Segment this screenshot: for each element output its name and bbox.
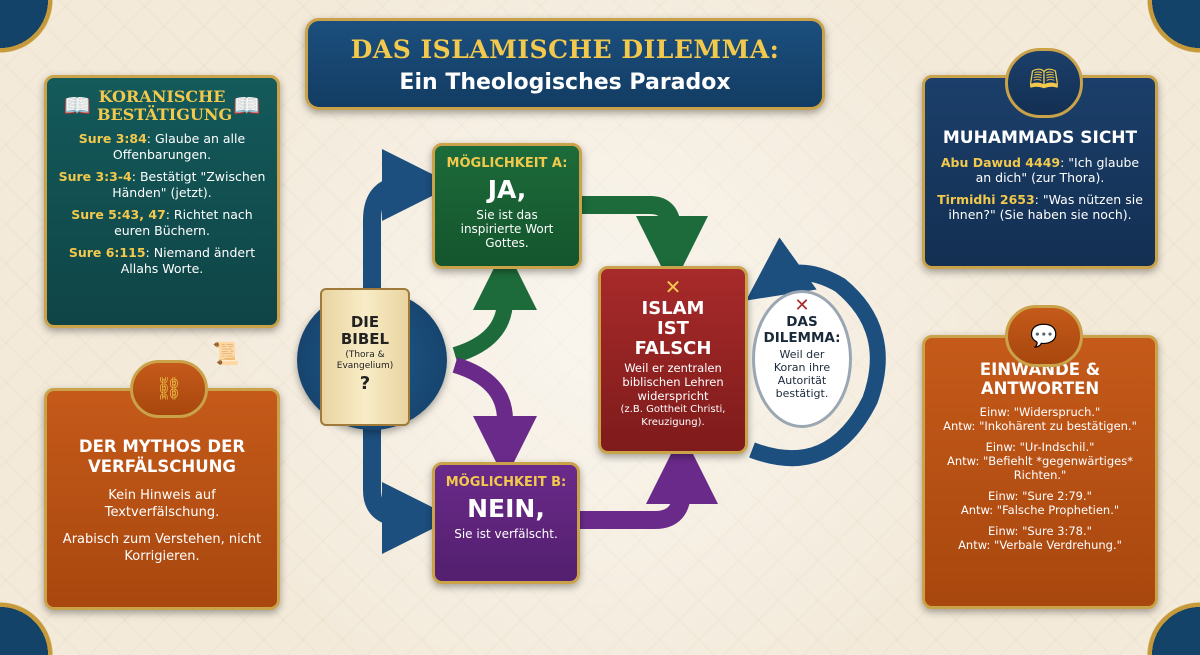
arrow-b-to-islam — [580, 432, 718, 529]
objection-pair: Einw: "Sure 2:79."Antw: "Falsche Prophet… — [960, 489, 1120, 517]
objection-pair: Einw: "Widerspruch."Antw: "Inkohärent zu… — [943, 405, 1137, 433]
koran-item: Sure 3:84: Glaube an alle Offenbarungen. — [78, 131, 246, 162]
bible-title: DIE BIBEL — [340, 313, 390, 348]
reading-scholar-icon: 🕮 — [1005, 48, 1083, 118]
option-b-answer: NEIN, — [467, 494, 545, 523]
open-book-icon: 📖 — [63, 93, 91, 119]
arrow-a-to-islam — [582, 196, 708, 288]
muhammad-item: Abu Dawud 4449: "Ich glaube an dich" (zu… — [940, 155, 1140, 185]
title-line-1: DAS ISLAMISCHE DILEMMA: — [350, 35, 780, 64]
arrow-bible-to-b — [363, 420, 454, 554]
koran-item: Sure 5:43, 47: Richtet nach euren Bücher… — [71, 207, 253, 238]
title-line-2: Ein Theologisches Paradox — [399, 70, 731, 95]
muhammad-item: Tirmidhi 2653: "Was nützen sie ihnen?" (… — [937, 192, 1143, 222]
bible-subtitle: (Thora & Evangelium) — [336, 350, 394, 371]
muhammad-title: MUHAMMADS SICHT — [942, 128, 1138, 148]
myth-panel: DER MYTHOS DER VERFÄLSCHUNG Kein Hinweis… — [44, 388, 280, 610]
objection-pair: Einw: "Sure 3:78."Antw: "Verbale Verdreh… — [958, 524, 1122, 552]
myth-text-1: Kein Hinweis auf Textverfälschung. — [104, 488, 220, 520]
koran-header: 📖 KORANISCHE BESTÄTIGUNG 📖 — [47, 88, 277, 124]
option-a-box: MÖGLICHKEIT A: JA, Sie ist das inspirier… — [432, 143, 582, 269]
islam-false-box: ✕ ISLAM IST FALSCH Weil er zentralen bib… — [598, 266, 748, 454]
bible-question-mark: ? — [359, 373, 371, 394]
koran-item: Sure 3:3-4: Bestätigt "Zwischen Händen" … — [58, 169, 266, 200]
myth-text-2: Arabisch zum Verstehen, nicht Korrigiere… — [62, 532, 262, 564]
koran-title: KORANISCHE BESTÄTIGUNG — [97, 87, 233, 124]
option-a-answer: JA, — [487, 175, 527, 204]
option-b-label: MÖGLICHKEIT B: — [445, 475, 567, 490]
koran-item: Sure 6:115: Niemand ändert Allahs Worte. — [68, 245, 256, 276]
dilemma-text: Weil der Koran ihre Autorität bestätigt. — [773, 348, 831, 400]
option-b-box: MÖGLICHKEIT B: NEIN, Sie ist verfälscht. — [432, 462, 580, 584]
broken-chain-icon: ⛓ — [130, 360, 208, 418]
koran-panel: 📖 KORANISCHE BESTÄTIGUNG 📖 Sure 3:84: Gl… — [44, 75, 280, 328]
speech-bubbles-icon: 💬 — [1005, 305, 1083, 367]
option-b-text: Sie ist verfälscht. — [454, 527, 558, 541]
islam-example: (z.B. Gottheit Christi, Kreuzigung). — [620, 404, 726, 428]
title-banner: DAS ISLAMISCHE DILEMMA: Ein Theologische… — [305, 18, 825, 110]
cross-icon: ✕ — [664, 275, 682, 299]
myth-title: DER MYTHOS DER VERFÄLSCHUNG — [78, 437, 246, 476]
islam-title: ISLAM IST FALSCH — [634, 298, 712, 359]
objections-title: EINWÄNDE & ANTWORTEN — [979, 360, 1101, 398]
open-book-icon: 📖 — [233, 93, 261, 119]
cross-icon: ✕ — [794, 295, 810, 316]
arrow-center-to-a — [452, 246, 537, 363]
arrow-bible-to-a — [363, 149, 454, 300]
option-a-label: MÖGLICHKEIT A: — [446, 156, 568, 171]
objection-pair: Einw: "Ur-Indschil."Antw: "Befiehlt *geg… — [947, 440, 1133, 482]
scroll-icon: 📜 — [212, 342, 240, 367]
option-a-text: Sie ist das inspirierte Wort Gottes. — [460, 208, 554, 250]
dilemma-circle: ✕ DAS DILEMMA: Weil der Koran ihre Autor… — [752, 290, 852, 428]
arrow-center-to-b — [452, 357, 537, 480]
bible-scroll: DIE BIBEL (Thora & Evangelium) ? — [320, 288, 410, 426]
arrow-dilemma-loop — [745, 237, 886, 467]
muhammad-panel: MUHAMMADS SICHT Abu Dawud 4449: "Ich gla… — [922, 75, 1158, 269]
objections-panel: EINWÄNDE & ANTWORTEN Einw: "Widerspruch.… — [922, 335, 1158, 609]
dilemma-title: DAS DILEMMA: — [763, 314, 841, 346]
islam-text: Weil er zentralen biblischen Lehren wide… — [622, 361, 724, 403]
